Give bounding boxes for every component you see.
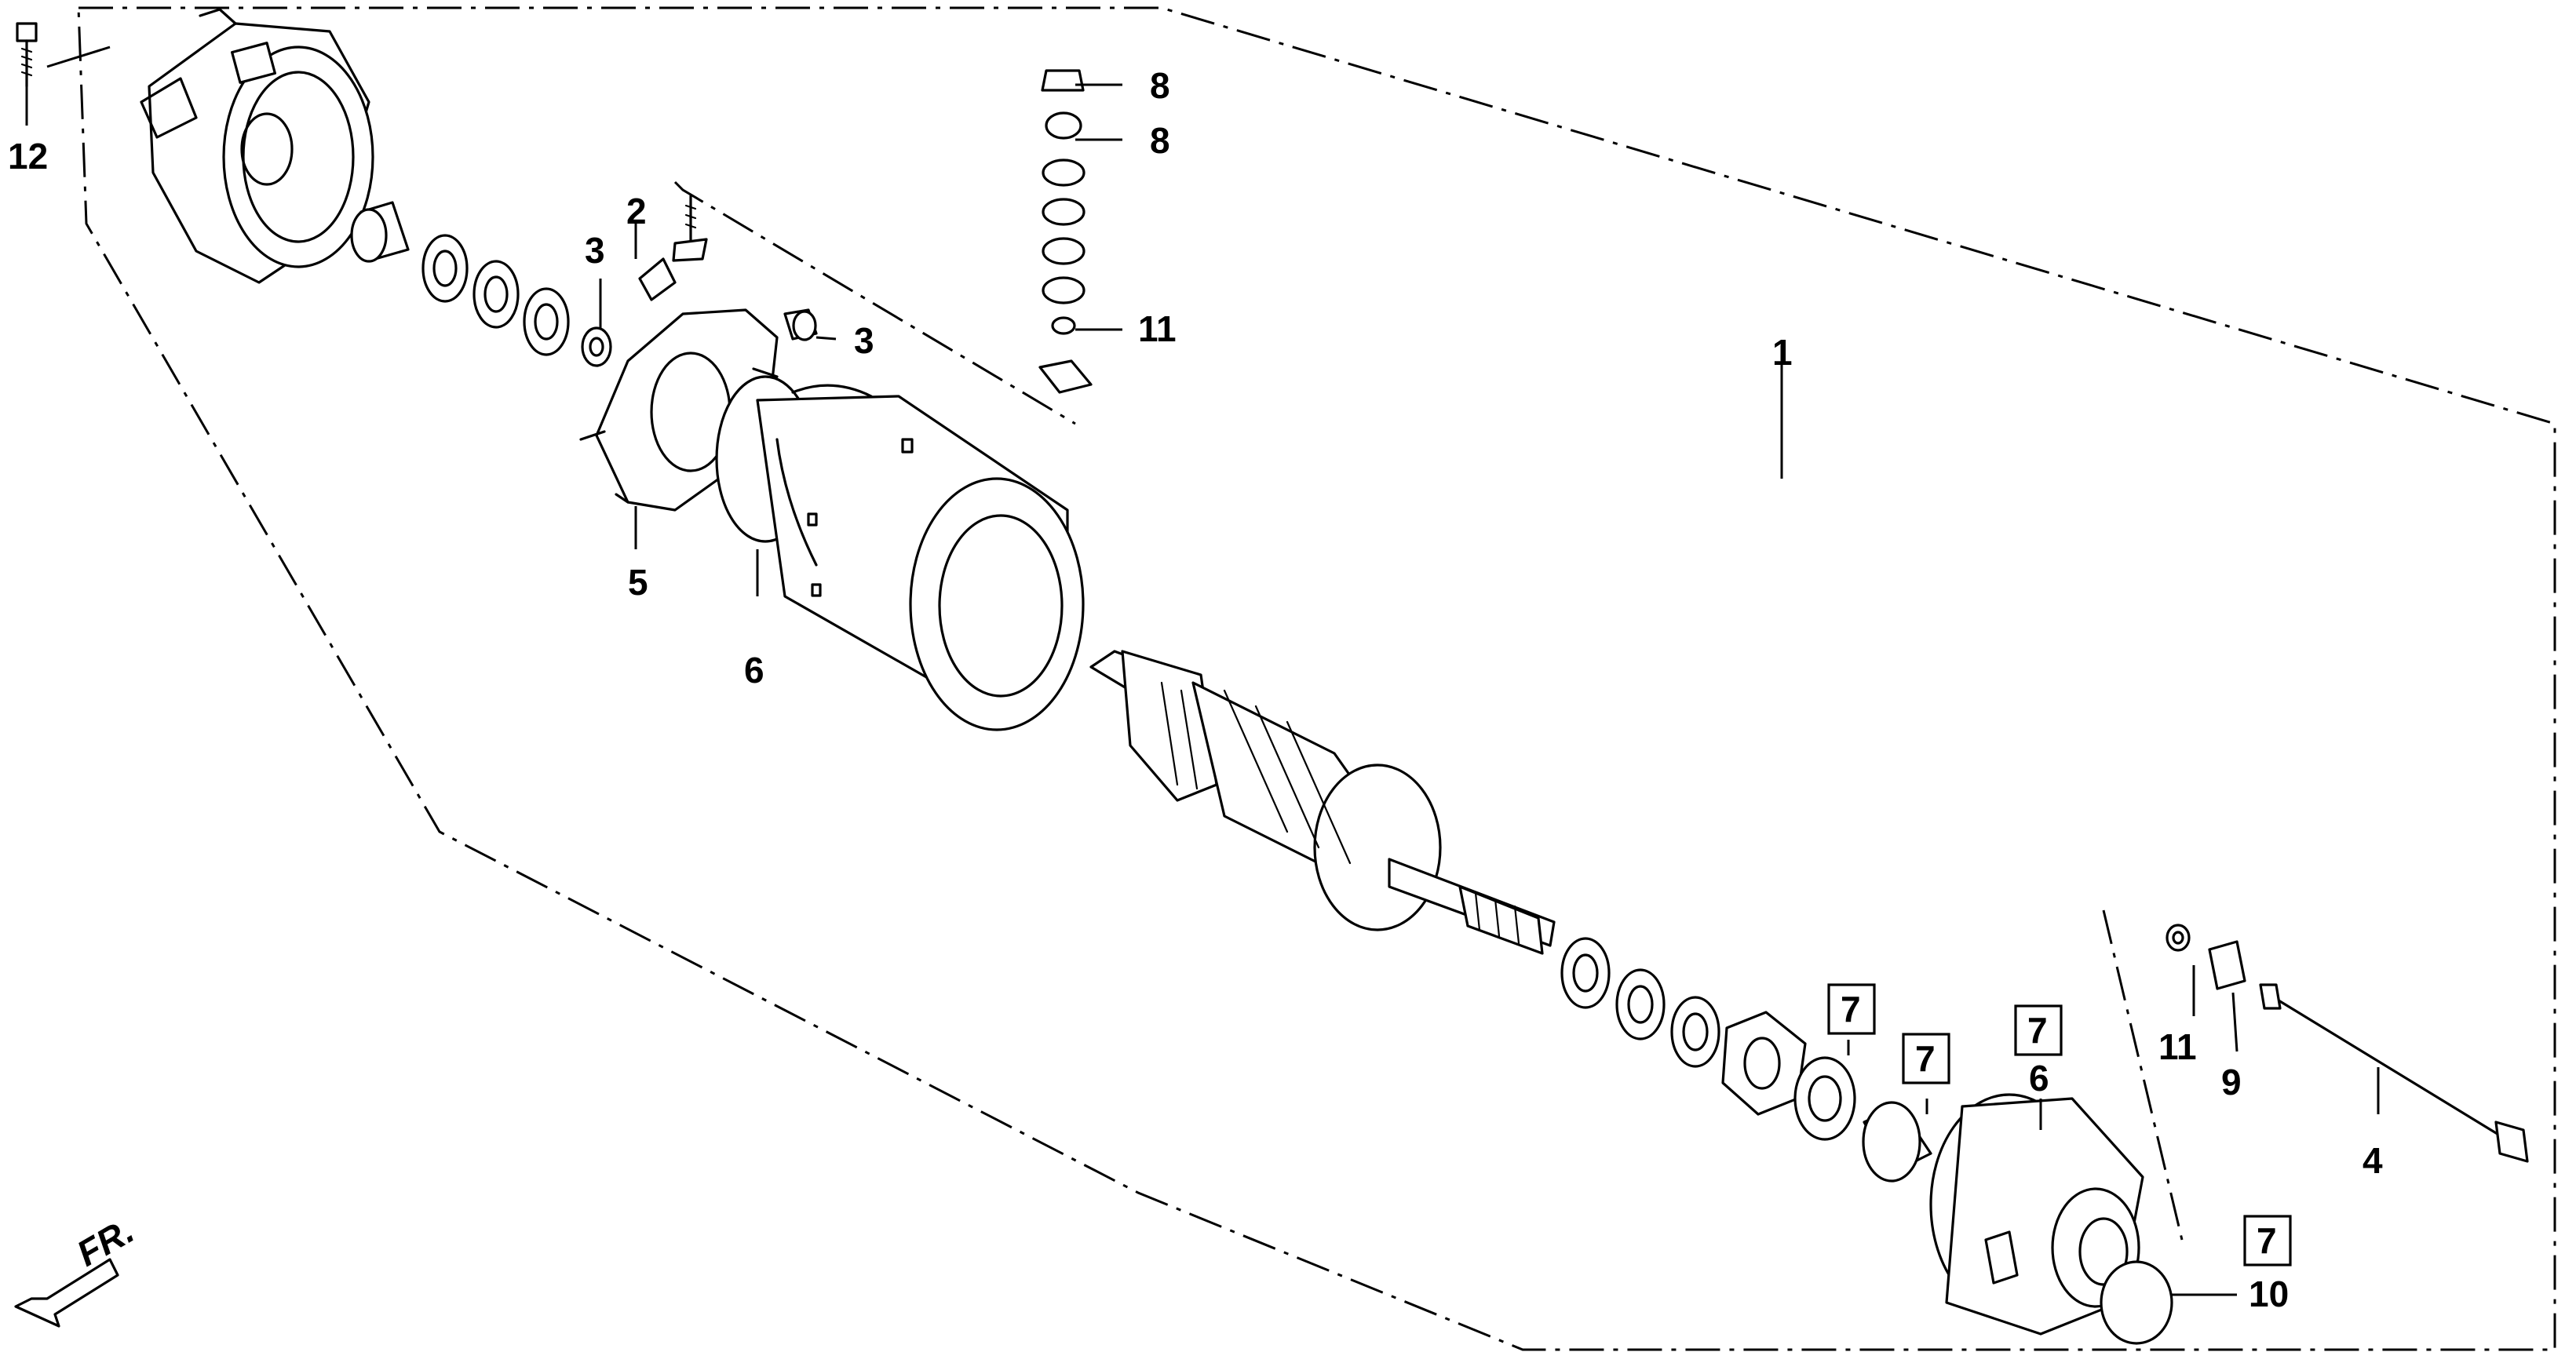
front-direction-indicator: FR. (14, 1210, 140, 1328)
rear-cover (140, 8, 374, 284)
label-7-b: 7 (1915, 1038, 1936, 1079)
label-9: 9 (2221, 1062, 2242, 1102)
front-cover (1929, 1093, 2173, 1345)
label-11-top: 11 (1138, 308, 1177, 349)
label-3-right: 3 (854, 320, 874, 361)
label-7-c: 7 (2027, 1010, 2048, 1051)
label-1: 1 (1772, 332, 1793, 373)
lock-washer (1721, 1011, 1807, 1116)
label-2: 2 (626, 191, 647, 231)
label-6-right: 6 (2029, 1058, 2049, 1099)
leader-lines (25, 46, 2380, 1296)
label-3-left: 3 (585, 230, 605, 271)
label-4: 4 (2363, 1140, 2383, 1181)
label-8-second: 8 (1150, 120, 1170, 161)
terminal-screw-2 (672, 195, 708, 262)
armature (1089, 650, 1556, 955)
label-5: 5 (628, 562, 648, 603)
boxed-labels: 7 7 7 7 (1827, 983, 2292, 1266)
yoke-housing (715, 375, 1085, 731)
label-11-right: 11 (2158, 1026, 2197, 1067)
front-direction-label: FR. (70, 1210, 140, 1274)
bolt-12 (16, 22, 38, 88)
nut-washer-stack (1038, 69, 1093, 394)
label-10: 10 (2249, 1274, 2289, 1314)
label-7-a: 7 (1841, 989, 1861, 1030)
label-6-left: 6 (744, 650, 764, 691)
label-12: 12 (8, 136, 48, 177)
label-8-top: 8 (1150, 65, 1170, 106)
rear-bushing-washers (350, 201, 612, 367)
front-washers (1560, 937, 1720, 1068)
label-7-d: 7 (2257, 1220, 2277, 1261)
part-labels: 12 2 3 3 5 6 8 8 11 1 11 9 4 6 10 (8, 65, 2383, 1314)
assembly-boundary (77, 6, 2556, 1351)
front-bearing (1793, 1056, 1932, 1183)
small-hardware-right (2166, 924, 2529, 1163)
front-arrow-icon (14, 1258, 119, 1328)
